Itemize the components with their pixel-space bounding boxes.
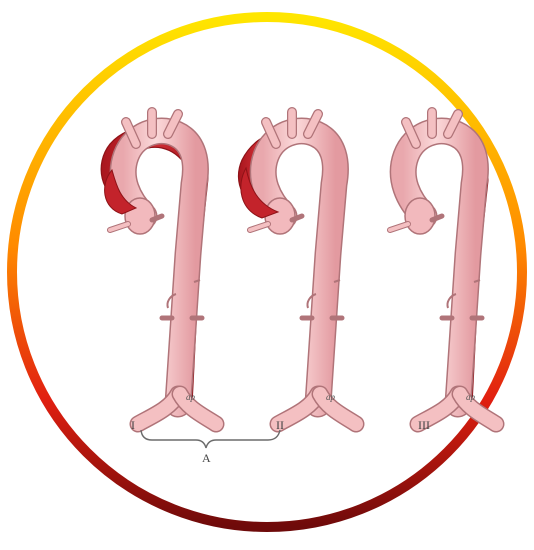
label-type-3: III <box>418 418 430 432</box>
label-group-a: A <box>202 451 211 465</box>
label-type-2: II <box>276 418 284 432</box>
frame-ring <box>12 17 522 527</box>
label-type-1: I <box>131 418 135 432</box>
